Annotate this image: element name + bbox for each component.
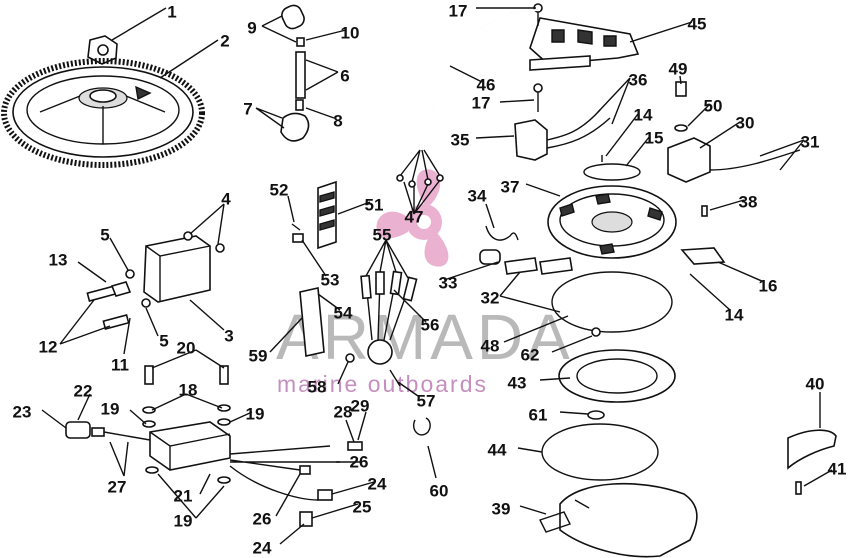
callout-number: 59: [249, 346, 268, 365]
flywheel: [1, 58, 205, 168]
callout-number: 1: [167, 2, 176, 21]
callout-number: 10: [341, 23, 360, 42]
callout-number: 27: [108, 477, 127, 496]
callout-number: 50: [704, 96, 723, 115]
callout-number: 51: [365, 195, 384, 214]
callout-number: 22: [74, 381, 93, 400]
callout-number: 60: [430, 481, 449, 500]
callout-number: 13: [49, 250, 68, 269]
callout-number: 37: [501, 177, 520, 196]
callout-number: 14: [634, 105, 653, 124]
callout-number: 57: [417, 391, 436, 410]
callout-number: 32: [481, 288, 500, 307]
sensor-coil-assembly: [419, 3, 640, 151]
callout-number: 52: [270, 180, 289, 199]
callout-number: 44: [488, 440, 507, 459]
callout-number: 17: [449, 1, 468, 20]
callout-number: 21: [174, 486, 193, 505]
watermark-tagline: marine outboards: [277, 371, 488, 397]
callout-number: 36: [629, 70, 648, 89]
callout-number: 15: [645, 128, 664, 147]
screw: [701, 205, 708, 217]
callout-number: 12: [39, 337, 58, 356]
flywheel-nut: [87, 35, 118, 65]
callout-number: 61: [529, 405, 548, 424]
screw: [795, 481, 802, 495]
callout-number: 39: [492, 499, 511, 518]
counterweight: [787, 429, 837, 470]
callout-number: 5: [100, 225, 109, 244]
ground-leads: [229, 417, 431, 527]
callout-number: 40: [806, 374, 825, 393]
callout-number: 24: [368, 474, 387, 493]
armada-logo-icon: [376, 169, 449, 267]
callout-number: 33: [439, 273, 458, 292]
callout-number: 48: [481, 336, 500, 355]
callout-number: 34: [468, 186, 487, 205]
rectifier: [299, 270, 418, 387]
callout-number: 19: [101, 399, 120, 418]
callout-number: 9: [247, 18, 256, 37]
watermark-brand: ARMADA: [276, 301, 574, 373]
spark-plug-boot-upper: [280, 4, 310, 142]
ignition-coil: [86, 231, 225, 330]
bracket: [680, 247, 726, 265]
callout-number: 5: [159, 331, 168, 350]
gaskets: [541, 271, 676, 481]
callout-number: 11: [111, 355, 129, 374]
callout-number: 43: [508, 373, 527, 392]
callout-number: 4: [221, 189, 231, 208]
callout-number: 49: [669, 59, 688, 78]
leader-lines: [41, 7, 833, 545]
callout-number: 28: [334, 402, 353, 421]
callout-number: 54: [334, 303, 353, 322]
callout-number: 23: [13, 402, 32, 421]
callout-number: 2: [220, 31, 229, 50]
callout-number: 47: [405, 207, 424, 226]
callout-number: 8: [333, 111, 342, 130]
callout-number: 38: [739, 192, 758, 211]
callout-number: 58: [308, 377, 327, 396]
callout-number: 18: [179, 380, 198, 399]
callout-number: 17: [472, 93, 491, 112]
callout-number: 19: [246, 404, 265, 423]
callout-number: 41: [828, 459, 847, 478]
power-pack: [65, 421, 231, 471]
callout-number: 26: [253, 509, 272, 528]
callout-number: 31: [801, 132, 820, 151]
callout-number: 24: [253, 538, 272, 557]
callout-number: 25: [353, 497, 372, 516]
callout-number: 35: [451, 130, 470, 149]
callout-number: 19: [174, 511, 193, 530]
callout-number: 6: [340, 66, 349, 85]
terminal-block: [291, 180, 337, 250]
callout-number: 26: [350, 452, 369, 471]
spring: [485, 225, 519, 241]
callout-number: 46: [477, 75, 496, 94]
callout-number: 53: [321, 270, 340, 289]
timer-base-sensor: [514, 109, 611, 161]
sleeve: [504, 257, 573, 275]
callout-number: 7: [243, 99, 252, 118]
callout-number: 45: [688, 14, 707, 33]
charge-coil: [667, 81, 801, 183]
callout-number: 14: [725, 305, 744, 324]
callout-number: 62: [521, 345, 540, 364]
callout-number: 3: [224, 326, 233, 345]
callout-number: 29: [351, 396, 370, 415]
mounting-plate: [539, 482, 698, 558]
bolts-washers: [142, 365, 231, 484]
callout-number: 30: [736, 113, 755, 132]
callout-number: 55: [373, 225, 392, 244]
callout-number: 16: [759, 276, 778, 295]
retainer-clip: [583, 155, 641, 181]
stator-plate: [547, 185, 677, 259]
callout-number: 20: [177, 338, 196, 357]
callout-number: 56: [421, 315, 440, 334]
